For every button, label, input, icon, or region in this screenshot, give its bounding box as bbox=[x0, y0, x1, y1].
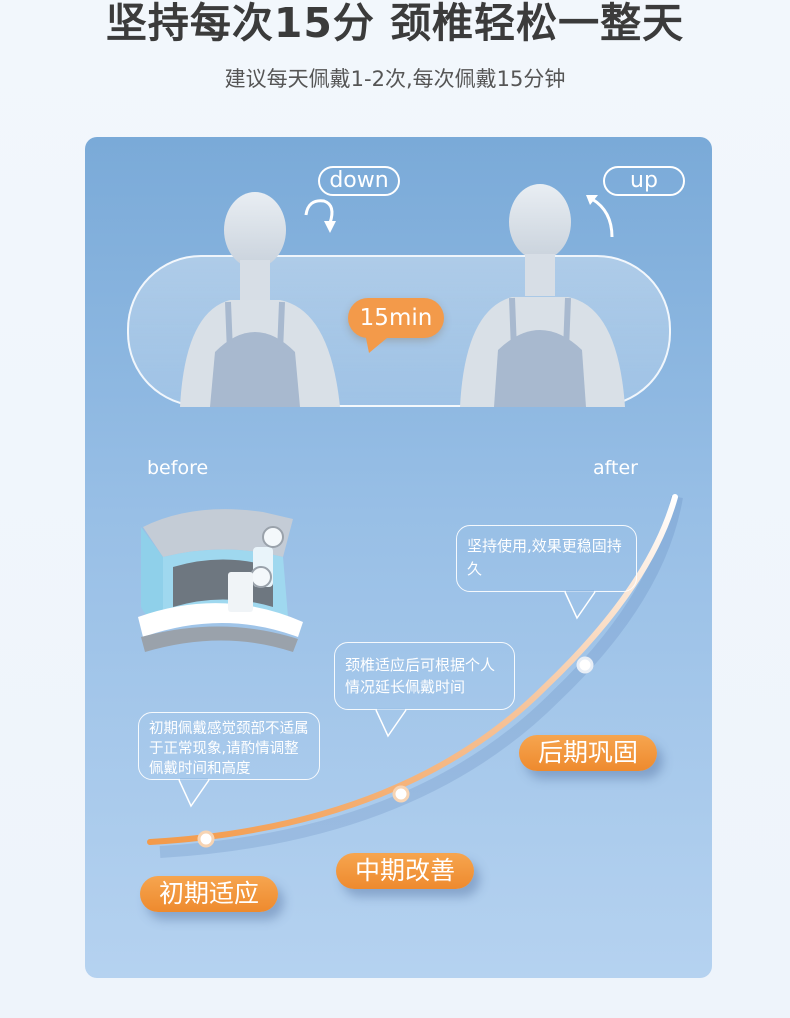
before-label: before bbox=[147, 457, 209, 479]
up-label: up bbox=[603, 166, 685, 196]
down-label: down bbox=[318, 166, 400, 196]
info-panel: down up 15min before after bbox=[85, 137, 712, 978]
page-title: 坚持每次15分 颈椎轻松一整天 bbox=[105, 0, 685, 47]
mannequin-head-down bbox=[180, 192, 340, 407]
note-mid: 颈椎适应后可根据个人情况延长佩戴时间 bbox=[334, 642, 515, 710]
progress-point-early bbox=[197, 830, 215, 848]
note-early: 初期佩戴感觉颈部不适属于正常现象,请酌情调整佩戴时间和高度 bbox=[138, 712, 320, 780]
rotate-up-arrow-icon bbox=[586, 195, 614, 238]
after-label: after bbox=[593, 457, 638, 479]
mannequin-head-up bbox=[460, 184, 625, 407]
progress-curve bbox=[147, 494, 683, 858]
stage-early: 初期适应 bbox=[140, 876, 278, 912]
stage-mid: 中期改善 bbox=[336, 853, 474, 889]
rotate-down-arrow-icon bbox=[304, 199, 336, 233]
note-late: 坚持使用,效果更稳固持久 bbox=[456, 525, 637, 592]
note-late-tail bbox=[564, 590, 596, 620]
note-early-tail bbox=[178, 778, 210, 808]
duration-bubble: 15min bbox=[348, 298, 444, 338]
progress-point-mid bbox=[392, 785, 410, 803]
progress-point-late bbox=[576, 656, 594, 674]
note-mid-tail bbox=[375, 708, 407, 738]
neck-brace-image bbox=[138, 509, 303, 652]
duration-bubble-tail bbox=[365, 333, 393, 353]
page-subtitle: 建议每天佩戴1-2次,每次佩戴15分钟 bbox=[224, 67, 566, 91]
stage-late: 后期巩固 bbox=[519, 735, 657, 771]
